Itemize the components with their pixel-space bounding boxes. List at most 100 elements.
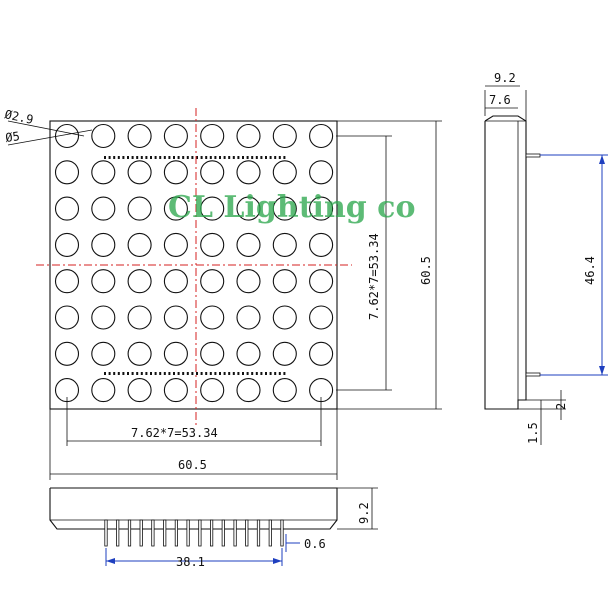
solder-pad bbox=[186, 156, 189, 159]
dot-small-diameter-label: Ø2.9 bbox=[3, 107, 34, 127]
solder-pad bbox=[154, 156, 157, 159]
led-dot bbox=[236, 123, 261, 149]
led-dot bbox=[91, 378, 116, 403]
led-dot bbox=[309, 341, 334, 366]
led-dot bbox=[309, 305, 334, 330]
solder-pad bbox=[150, 156, 152, 159]
solder-pad bbox=[269, 156, 272, 159]
led-dot bbox=[272, 232, 297, 257]
solder-pad bbox=[260, 156, 263, 159]
solder-pad bbox=[159, 156, 162, 159]
pin-row-arrow-right bbox=[273, 558, 282, 564]
solder-pad bbox=[104, 156, 106, 159]
solder-pad bbox=[136, 372, 139, 375]
led-dot bbox=[236, 160, 261, 185]
led-dot bbox=[54, 196, 80, 221]
led-dot bbox=[127, 232, 152, 257]
bottom-pin-row bbox=[104, 519, 284, 547]
solder-pad bbox=[145, 372, 148, 375]
pitch-vertical-label: 7.62*7=53.34 bbox=[367, 233, 381, 320]
led-dot bbox=[163, 160, 188, 185]
solder-pad bbox=[196, 156, 198, 159]
bottom-pin bbox=[198, 519, 202, 547]
solder-pad bbox=[173, 156, 175, 159]
led-dot-grid bbox=[54, 123, 334, 403]
pin-span-label: 46.4 bbox=[583, 256, 597, 285]
side-inner-depth-label: 7.6 bbox=[489, 93, 511, 107]
pin-span-arrow-top bbox=[599, 155, 605, 164]
solder-pad bbox=[219, 156, 221, 159]
pin-standoff-label: 1.5 bbox=[526, 422, 540, 444]
solder-pad bbox=[131, 156, 134, 159]
solder-pad bbox=[117, 156, 120, 159]
front-view: Ø2.9 Ø5 7.62*7=53.34 7.62*7=53.34 60.5 6… bbox=[3, 107, 442, 480]
solder-pad bbox=[255, 372, 258, 375]
led-dot bbox=[200, 269, 225, 294]
solder-pad bbox=[223, 156, 226, 159]
solder-pad bbox=[232, 372, 235, 375]
led-dot bbox=[272, 269, 297, 294]
led-dot bbox=[54, 160, 80, 185]
solder-pad bbox=[237, 156, 240, 159]
solder-pad bbox=[186, 372, 189, 375]
led-dot bbox=[163, 378, 188, 403]
side-depth-label: 9.2 bbox=[494, 71, 516, 85]
solder-pad bbox=[108, 156, 111, 159]
pitch-horizontal-label: 7.62*7=53.34 bbox=[131, 426, 218, 440]
led-dot bbox=[236, 269, 261, 294]
solder-pad bbox=[154, 372, 157, 375]
solder-pad bbox=[191, 156, 194, 159]
side-view: 9.2 7.6 46.4 2 1.5 bbox=[484, 71, 608, 445]
dot-large-leader bbox=[7, 129, 93, 146]
solder-pad bbox=[122, 156, 125, 159]
solder-pad bbox=[283, 156, 286, 159]
solder-pad bbox=[113, 156, 116, 159]
led-dot bbox=[163, 196, 188, 221]
led-dot bbox=[200, 196, 225, 221]
solder-pad bbox=[278, 372, 281, 375]
bottom-pin bbox=[268, 519, 272, 547]
led-dot bbox=[309, 160, 334, 185]
bottom-pin bbox=[221, 519, 225, 547]
side-pin-top bbox=[525, 153, 541, 158]
bottom-pin bbox=[209, 519, 214, 547]
solder-pad bbox=[219, 372, 221, 375]
led-dot bbox=[91, 232, 116, 257]
led-dot bbox=[91, 123, 116, 149]
bottom-pin bbox=[174, 519, 178, 547]
solder-pad bbox=[200, 372, 203, 375]
solder-pad bbox=[232, 156, 235, 159]
solder-pad bbox=[127, 156, 129, 159]
solder-pad bbox=[168, 156, 171, 159]
pin-row-arrow-left bbox=[106, 558, 115, 564]
led-dot bbox=[309, 269, 334, 294]
led-dot bbox=[236, 232, 261, 257]
solder-pad bbox=[163, 156, 166, 159]
solder-pad bbox=[117, 372, 120, 375]
bottom-depth-label: 9.2 bbox=[357, 502, 371, 524]
solder-pad bbox=[177, 156, 180, 159]
led-dot bbox=[200, 378, 225, 403]
led-dot bbox=[272, 160, 297, 185]
solder-pad bbox=[274, 372, 277, 375]
led-dot bbox=[127, 196, 152, 221]
solder-pad bbox=[274, 156, 277, 159]
solder-pad bbox=[168, 372, 171, 375]
led-dot bbox=[272, 196, 297, 221]
led-dot bbox=[163, 232, 188, 257]
led-dot bbox=[54, 123, 80, 149]
solder-pad bbox=[196, 372, 198, 375]
led-dot bbox=[309, 123, 334, 149]
led-dot bbox=[200, 341, 225, 366]
solder-pad bbox=[122, 372, 125, 375]
led-dot bbox=[163, 269, 188, 294]
led-dot bbox=[200, 160, 225, 185]
bottom-pin bbox=[245, 519, 249, 547]
height-label: 60.5 bbox=[419, 256, 433, 285]
solder-pad bbox=[228, 156, 231, 159]
solder-pad bbox=[214, 372, 217, 375]
solder-pad bbox=[278, 156, 281, 159]
led-dot bbox=[236, 196, 261, 221]
bottom-pin bbox=[280, 519, 284, 547]
pin-row-label: 38.1 bbox=[176, 555, 205, 569]
